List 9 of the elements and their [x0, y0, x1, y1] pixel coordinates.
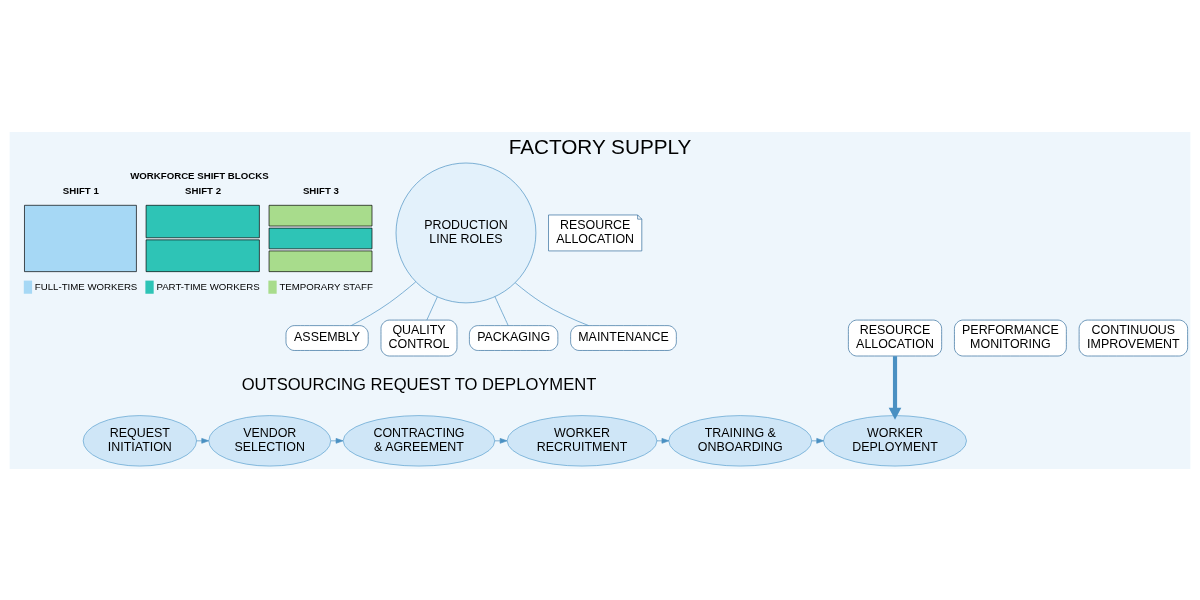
diagram-title: FACTORY SUPPLY: [508, 134, 692, 158]
label: SHIFT 3: [302, 184, 339, 196]
legend-label: PART-TIME WORKERS: [156, 280, 260, 292]
label: SHIFT 1: [62, 184, 99, 196]
label: SHIFT 2: [185, 184, 222, 196]
legend-label: FULL-TIME WORKERS: [34, 280, 138, 292]
legend-label: TEMPORARY STAFF: [279, 280, 373, 292]
label: WORKFORCE SHIFT BLOCKS: [130, 169, 269, 180]
label: OUTSOURCING REQUEST TO DEPLOYMENT: [241, 374, 597, 394]
